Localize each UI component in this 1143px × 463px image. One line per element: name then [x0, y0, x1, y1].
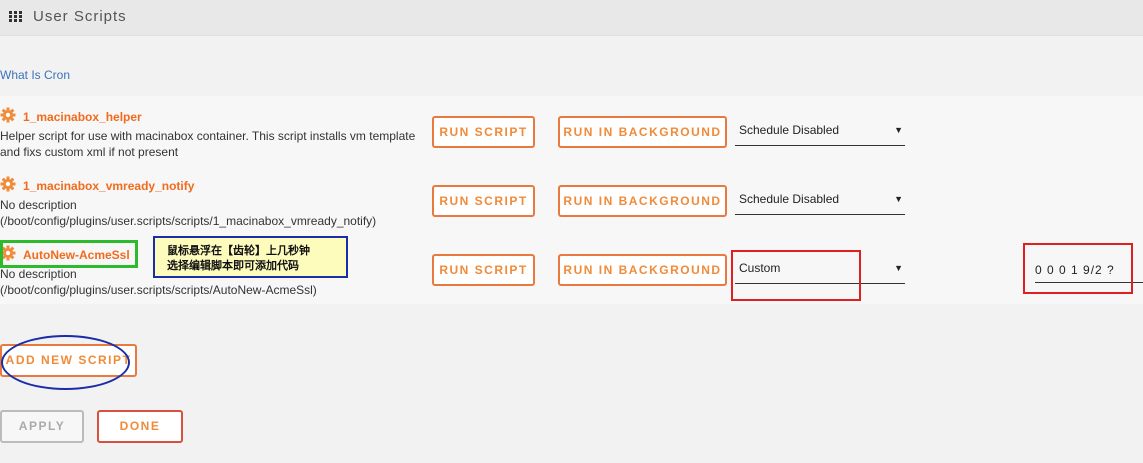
run-in-background-button[interactable]: RUN IN BACKGROUND: [558, 116, 727, 148]
done-button[interactable]: DONE: [97, 410, 183, 443]
schedule-value: Custom: [739, 261, 781, 275]
grid-icon: [9, 11, 23, 23]
page-title: User Scripts: [33, 8, 127, 25]
script-name: 1_macinabox_helper: [23, 110, 142, 124]
gear-icon[interactable]: [0, 176, 16, 192]
highlight-box-cron: [1023, 243, 1133, 294]
script-name: AutoNew-AcmeSsl: [23, 248, 130, 262]
script-name: 1_macinabox_vmready_notify: [23, 179, 195, 193]
schedule-value: Schedule Disabled: [739, 192, 840, 206]
highlight-ellipse: [1, 335, 130, 390]
run-script-button[interactable]: RUN SCRIPT: [432, 254, 535, 286]
dropdown-arrow-icon: ▼: [894, 194, 903, 204]
title-bar: User Scripts: [0, 0, 1143, 36]
highlight-box-gear: [0, 240, 138, 268]
dropdown-arrow-icon: ▼: [894, 263, 903, 273]
tooltip-line: 鼠标悬浮在【齿轮】上几秒钟: [167, 244, 310, 257]
script-description: No description (/boot/config/plugins/use…: [0, 198, 377, 228]
dropdown-arrow-icon: ▼: [894, 125, 903, 135]
tooltip-line: 选择编辑脚本即可添加代码: [167, 259, 299, 272]
highlight-box-schedule: [731, 250, 861, 301]
what-is-cron-link[interactable]: What Is Cron: [0, 68, 71, 82]
gear-icon[interactable]: [0, 107, 16, 123]
schedule-select[interactable]: Custom ▼: [735, 256, 905, 284]
run-script-button[interactable]: RUN SCRIPT: [432, 116, 535, 148]
script-description: Helper script for use with macinabox con…: [0, 129, 416, 159]
run-in-background-button[interactable]: RUN IN BACKGROUND: [558, 254, 727, 286]
gear-icon[interactable]: [0, 245, 16, 261]
schedule-select[interactable]: Schedule Disabled ▼: [735, 187, 905, 215]
custom-cron-input[interactable]: 0 0 0 1 9/2 ?: [1035, 259, 1143, 283]
annotation-tooltip: 鼠标悬浮在【齿轮】上几秒钟 选择编辑脚本即可添加代码: [153, 236, 348, 278]
schedule-value: Schedule Disabled: [739, 123, 840, 137]
script-description: No description (/boot/config/plugins/use…: [0, 267, 317, 297]
schedule-select[interactable]: Schedule Disabled ▼: [735, 118, 905, 146]
run-script-button[interactable]: RUN SCRIPT: [432, 185, 535, 217]
run-in-background-button[interactable]: RUN IN BACKGROUND: [558, 185, 727, 217]
apply-button[interactable]: APPLY: [0, 410, 84, 443]
